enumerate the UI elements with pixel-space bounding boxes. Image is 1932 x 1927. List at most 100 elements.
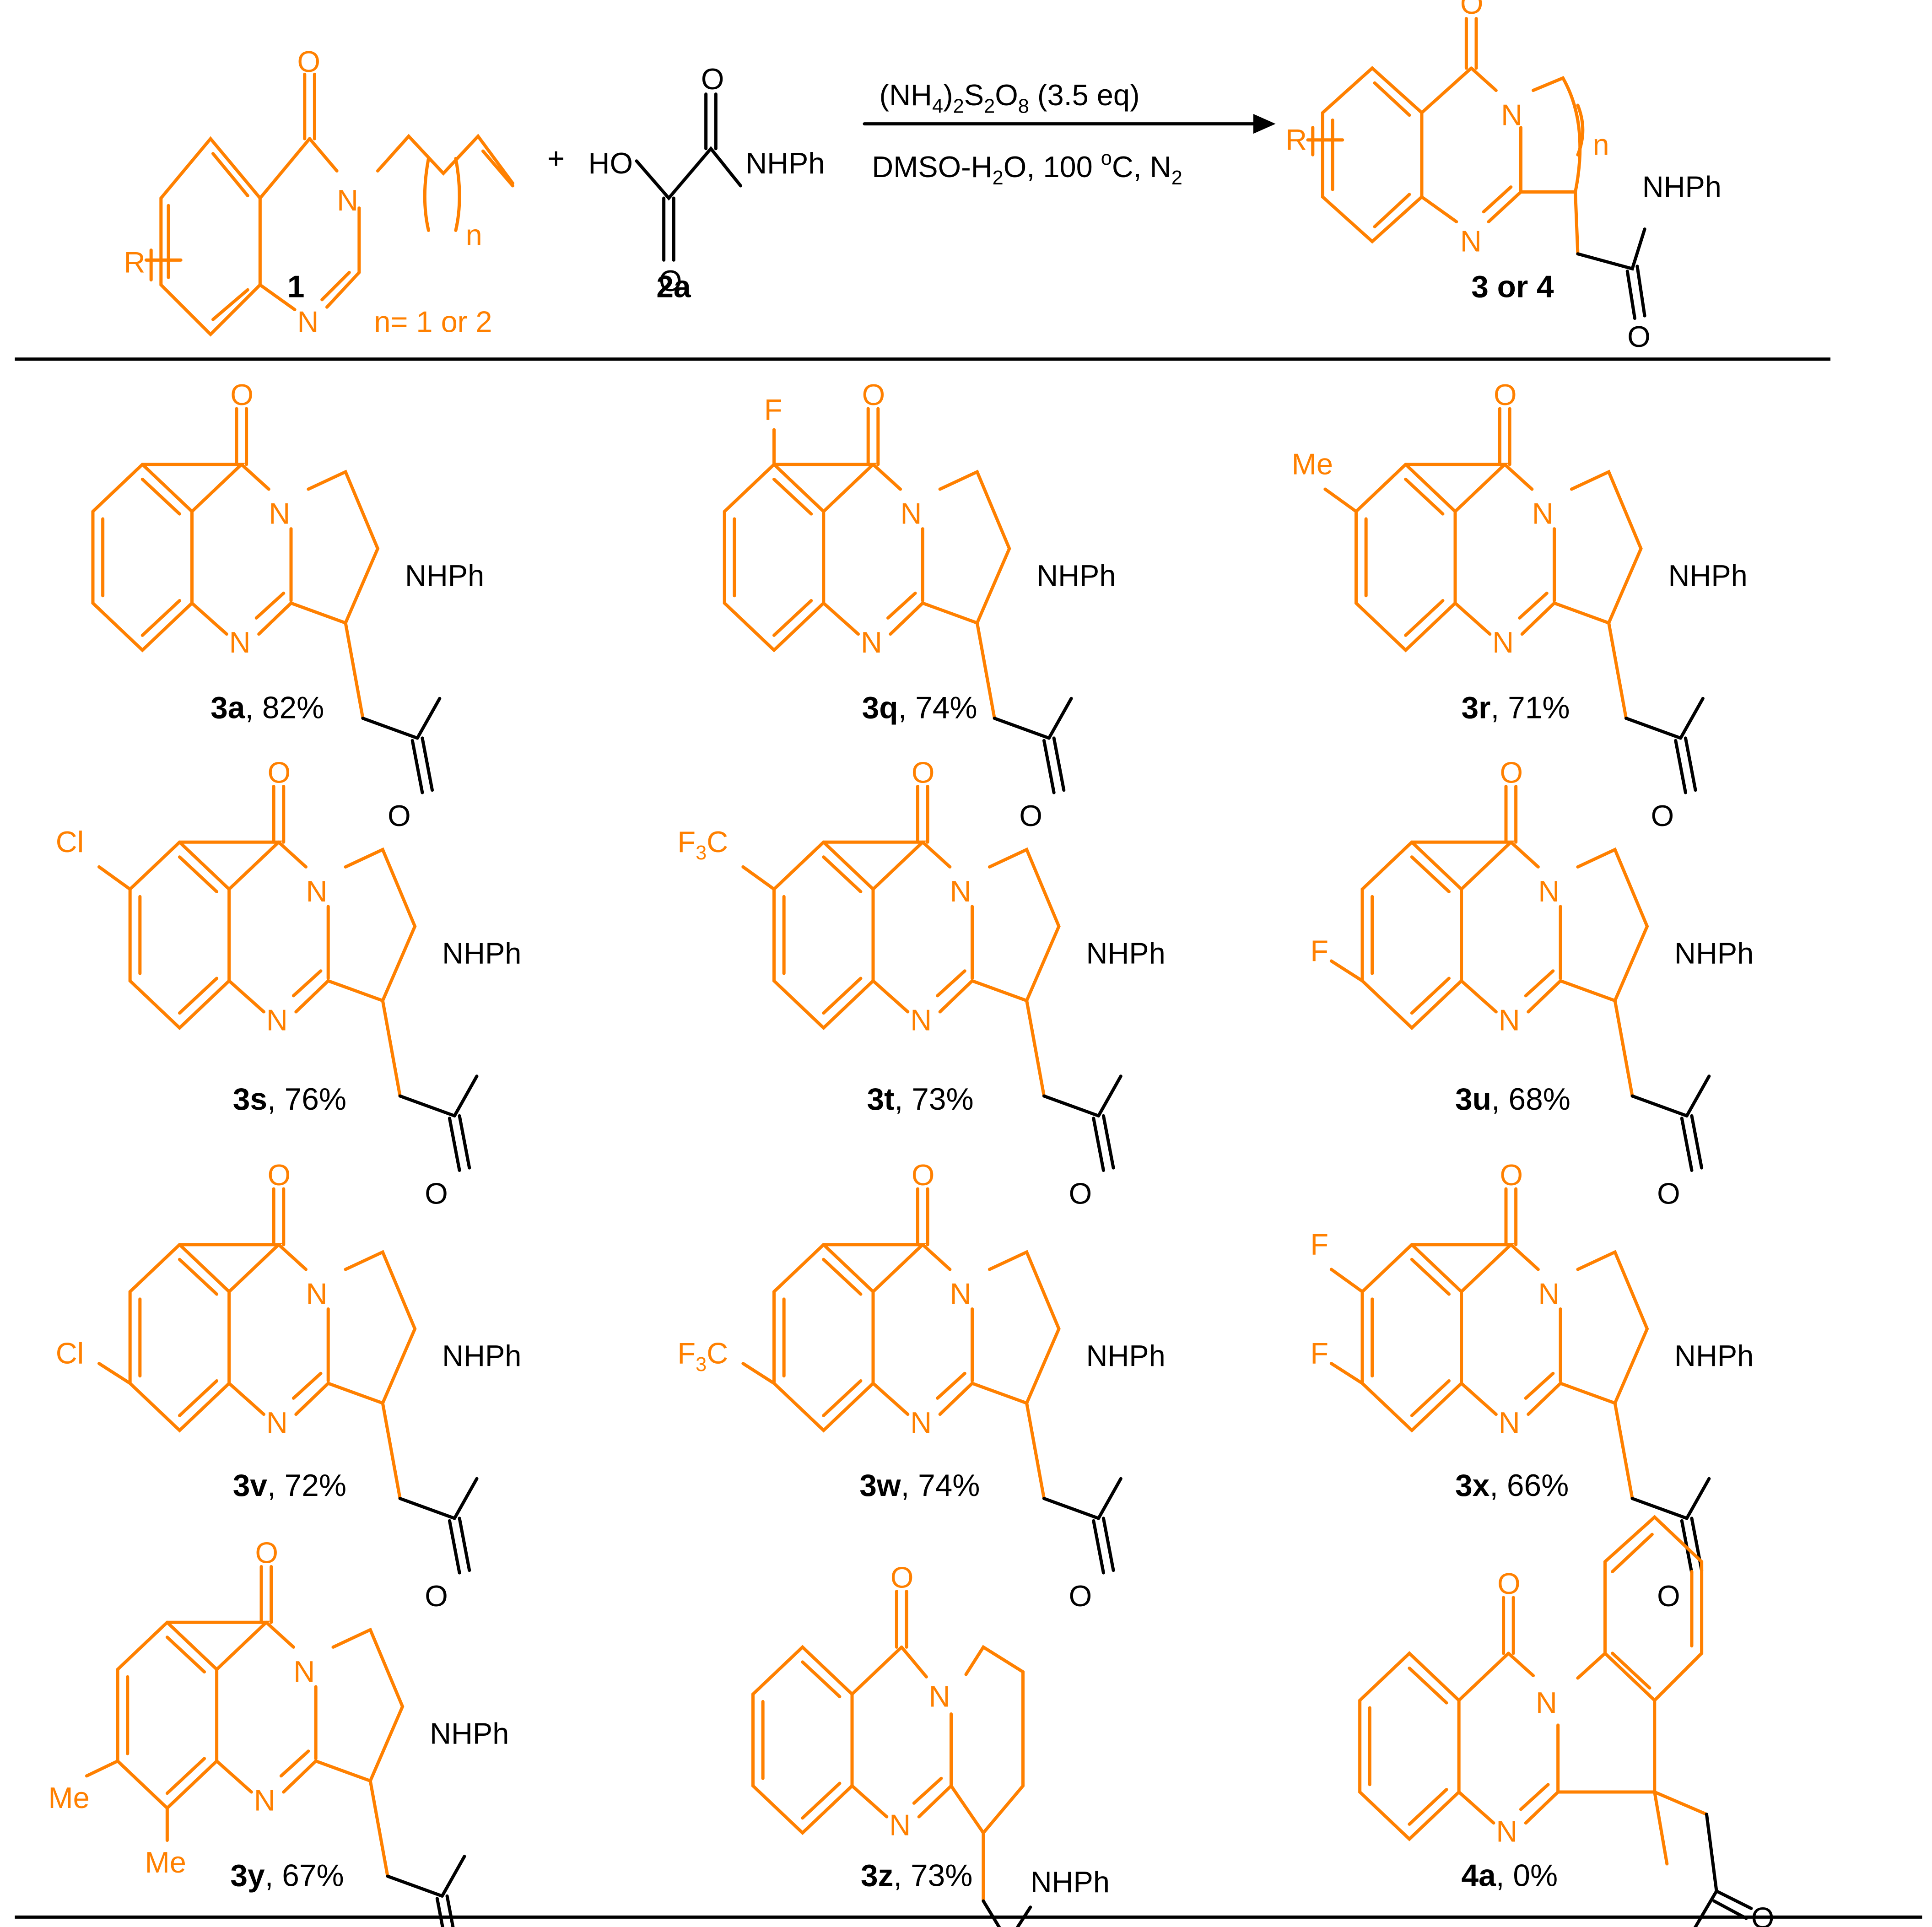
label-3r: 3r, 71% <box>1462 691 1570 725</box>
svg-text:N: N <box>1499 1004 1520 1037</box>
svg-text:NHPh: NHPh <box>442 1339 521 1372</box>
svg-text:F3C: F3C <box>677 825 728 864</box>
svg-text:NHPh: NHPh <box>405 559 484 592</box>
svg-text:n: n <box>1592 128 1609 161</box>
label-4a: 4a, 0% <box>1462 1859 1558 1893</box>
svg-text:N: N <box>901 497 922 530</box>
substituent-r: R <box>124 245 146 279</box>
svg-text:O: O <box>890 1560 914 1594</box>
svg-text:O: O <box>1019 799 1042 832</box>
svg-text:O: O <box>1657 1579 1680 1613</box>
svg-text:F: F <box>764 393 783 426</box>
svg-text:O: O <box>912 756 935 789</box>
label-3t: 3t, 73% <box>867 1082 973 1117</box>
svg-text:N: N <box>929 1679 950 1713</box>
svg-text:N: N <box>266 1004 288 1037</box>
svg-text:N: N <box>950 874 971 908</box>
conditions-above: (NH4)2S2O8 (3.5 eq) <box>880 78 1140 117</box>
svg-text:NHPh: NHPh <box>1674 937 1754 970</box>
svg-text:N: N <box>254 1784 275 1817</box>
label-3a: 3a, 82% <box>210 691 324 725</box>
svg-text:O: O <box>912 1158 935 1192</box>
svg-text:O: O <box>1460 0 1484 20</box>
svg-text:O: O <box>425 1579 448 1613</box>
svg-text:N: N <box>950 1277 971 1311</box>
label-3x: 3x, 66% <box>1455 1468 1569 1503</box>
reactant-2a: HO O O NHPh <box>588 62 825 297</box>
svg-text:N: N <box>1532 497 1554 530</box>
svg-text:N: N <box>293 1655 315 1688</box>
svg-text:N: N <box>229 626 251 659</box>
svg-text:NHPh: NHPh <box>442 937 521 970</box>
svg-text:NHPh: NHPh <box>1668 559 1748 592</box>
svg-text:O: O <box>1500 1158 1523 1192</box>
atom-o-bottom: O <box>659 264 682 297</box>
plus-sign: + <box>547 141 565 175</box>
svg-text:NHPh: NHPh <box>1642 170 1722 203</box>
n-note: n= 1 or 2 <box>374 305 492 338</box>
label-3s: 3s, 76% <box>233 1082 346 1117</box>
svg-text:F: F <box>1310 1227 1328 1261</box>
repeat-index: n <box>466 218 482 252</box>
svg-text:O: O <box>425 1177 448 1210</box>
compound-3y: O N N NHPh O Me Me <box>49 1536 509 1927</box>
svg-text:N: N <box>910 1406 932 1439</box>
svg-text:NHPh: NHPh <box>1086 1339 1166 1372</box>
svg-text:N: N <box>1460 224 1482 258</box>
svg-text:O: O <box>388 799 411 832</box>
svg-text:O: O <box>1497 1567 1521 1600</box>
svg-text:NHPh: NHPh <box>1036 559 1116 592</box>
svg-text:Me: Me <box>49 1781 90 1814</box>
svg-text:N: N <box>1501 98 1522 131</box>
atom-nhph: NHPh <box>745 146 825 180</box>
atom-n3: N <box>297 305 319 338</box>
svg-text:O: O <box>1651 799 1674 832</box>
svg-text:N: N <box>266 1406 288 1439</box>
label-3w: 3w, 74% <box>859 1468 980 1503</box>
svg-text:N: N <box>1499 1406 1520 1439</box>
product-general: O N N n R NHPh O <box>1285 0 1722 353</box>
svg-text:O: O <box>1500 756 1523 789</box>
svg-text:Me: Me <box>1292 448 1333 481</box>
reactant-1: O N N n R n= 1 or 2 <box>124 45 514 338</box>
label-product: 3 or 4 <box>1471 270 1554 304</box>
conditions-below: DMSO-H2O, 100 oC, N2 <box>872 147 1182 189</box>
svg-text:N: N <box>1538 874 1560 908</box>
svg-text:O: O <box>255 1536 279 1569</box>
svg-text:Me: Me <box>145 1846 186 1879</box>
svg-text:O: O <box>268 756 291 789</box>
compound-3z: O NN NHPh O <box>751 1560 1110 1927</box>
svg-text:NHPh: NHPh <box>1086 937 1166 970</box>
label-3u: 3u, 68% <box>1455 1082 1570 1117</box>
svg-text:F: F <box>1310 1337 1328 1370</box>
atom-o: O <box>297 45 321 78</box>
svg-text:O: O <box>230 378 254 411</box>
svg-text:O: O <box>268 1158 291 1192</box>
label-3v: 3v, 72% <box>233 1468 346 1503</box>
label-2a: 2a <box>656 270 691 304</box>
label-3z: 3z, 73% <box>861 1859 972 1893</box>
svg-text:N: N <box>861 626 882 659</box>
atom-n1: N <box>337 184 358 217</box>
svg-text:N: N <box>306 874 327 908</box>
compound-4a: O NN PhHN O <box>1358 1515 1775 1927</box>
svg-text:O: O <box>1069 1177 1092 1210</box>
atom-ho: HO <box>588 146 633 180</box>
svg-text:O: O <box>1494 378 1517 411</box>
svg-text:NHPh: NHPh <box>1674 1339 1754 1372</box>
label-1: 1 <box>287 270 305 304</box>
svg-text:O: O <box>1751 1901 1775 1927</box>
svg-text:N: N <box>1536 1686 1557 1719</box>
svg-text:NHPh: NHPh <box>430 1716 509 1750</box>
svg-text:O: O <box>1627 320 1651 353</box>
svg-text:O: O <box>862 378 885 411</box>
svg-text:O: O <box>1069 1579 1092 1613</box>
